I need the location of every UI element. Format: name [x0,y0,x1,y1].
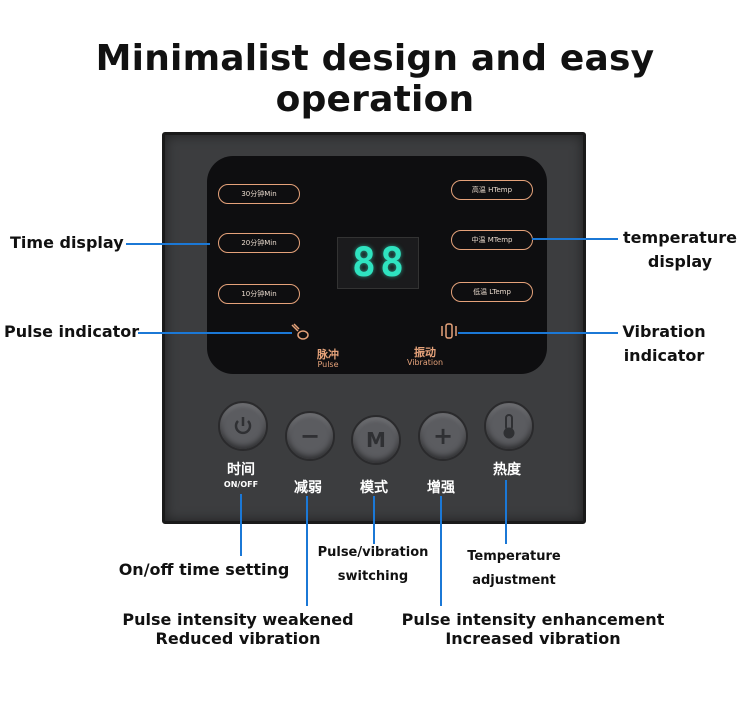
minus-icon: − [299,422,321,450]
temp-pill-medium: 中温 MTemp [451,230,533,250]
annotation-vibration-indicator-line2: indicator [623,346,705,365]
power-icon [234,417,252,435]
line-onoff [240,494,242,556]
mode-label-cn: 模式 [360,480,388,496]
annotation-temperature-display-line2: display [647,252,713,271]
line-enhance [440,496,442,606]
pulse-label-cn: 脉冲 [317,348,339,361]
mode-icon: M [366,428,386,452]
minus-label-cn: 减弱 [294,480,322,496]
annotation-enhance-line1: Pulse intensity enhancement [401,610,665,629]
digit-1: 8 [351,240,376,286]
power-button[interactable] [218,401,268,451]
annotation-weaken-line2: Reduced vibration [155,629,321,648]
heat-label-cn: 热度 [493,462,521,478]
plus-button[interactable]: + [418,411,468,461]
minus-button[interactable]: − [285,411,335,461]
annotation-weaken-line1: Pulse intensity weakened [122,610,354,629]
power-label-en: ON/OFF [223,480,259,489]
annotation-temperature-display-line1: temperature [623,228,737,247]
temp-pill-low: 低温 LTemp [451,282,533,302]
line-weaken [306,496,308,606]
annotation-temp-adjust-line1: Temperature [467,549,561,564]
annotation-enhance-line2: Increased vibration [445,629,621,648]
vibration-label-en: Vibration [406,358,444,367]
annotation-mode-line1: Pulse/vibration [317,545,429,560]
plus-icon: + [432,422,454,450]
pulse-label-en: Pulse [317,360,339,369]
heat-button[interactable] [484,401,534,451]
annotation-mode-line2: switching [337,569,409,584]
line-pulse-indicator [138,332,292,334]
time-pill-20: 20分钟Min [218,233,300,253]
annotation-pulse-indicator: Pulse indicator [4,322,140,341]
line-vibration-indicator [458,332,618,334]
annotation-onoff: On/off time setting [118,560,290,579]
line-temp-display [532,238,618,240]
temp-pill-high: 高温 HTemp [451,180,533,200]
vibration-icon [438,320,460,346]
annotation-temp-adjust-line2: adjustment [472,573,556,588]
annotation-vibration-indicator-line1: Vibration [622,322,706,341]
thermometer-icon [503,414,515,439]
digit-2: 8 [380,240,405,286]
line-mode [373,496,375,544]
page-title: Minimalist design and easy operation [95,38,655,120]
pulse-icon [289,322,311,346]
digit-display: 8 8 [337,237,419,289]
power-label-cn: 时间 [227,462,255,478]
time-pill-30: 30分钟Min [218,184,300,204]
vibration-label-cn: 振动 [414,346,436,359]
mode-button[interactable]: M [351,415,401,465]
annotation-time-display: Time display [10,233,124,252]
line-time-display [126,243,210,245]
line-temp-adjust [505,480,507,544]
plus-label-cn: 增强 [427,480,455,496]
time-pill-10: 10分钟Min [218,284,300,304]
